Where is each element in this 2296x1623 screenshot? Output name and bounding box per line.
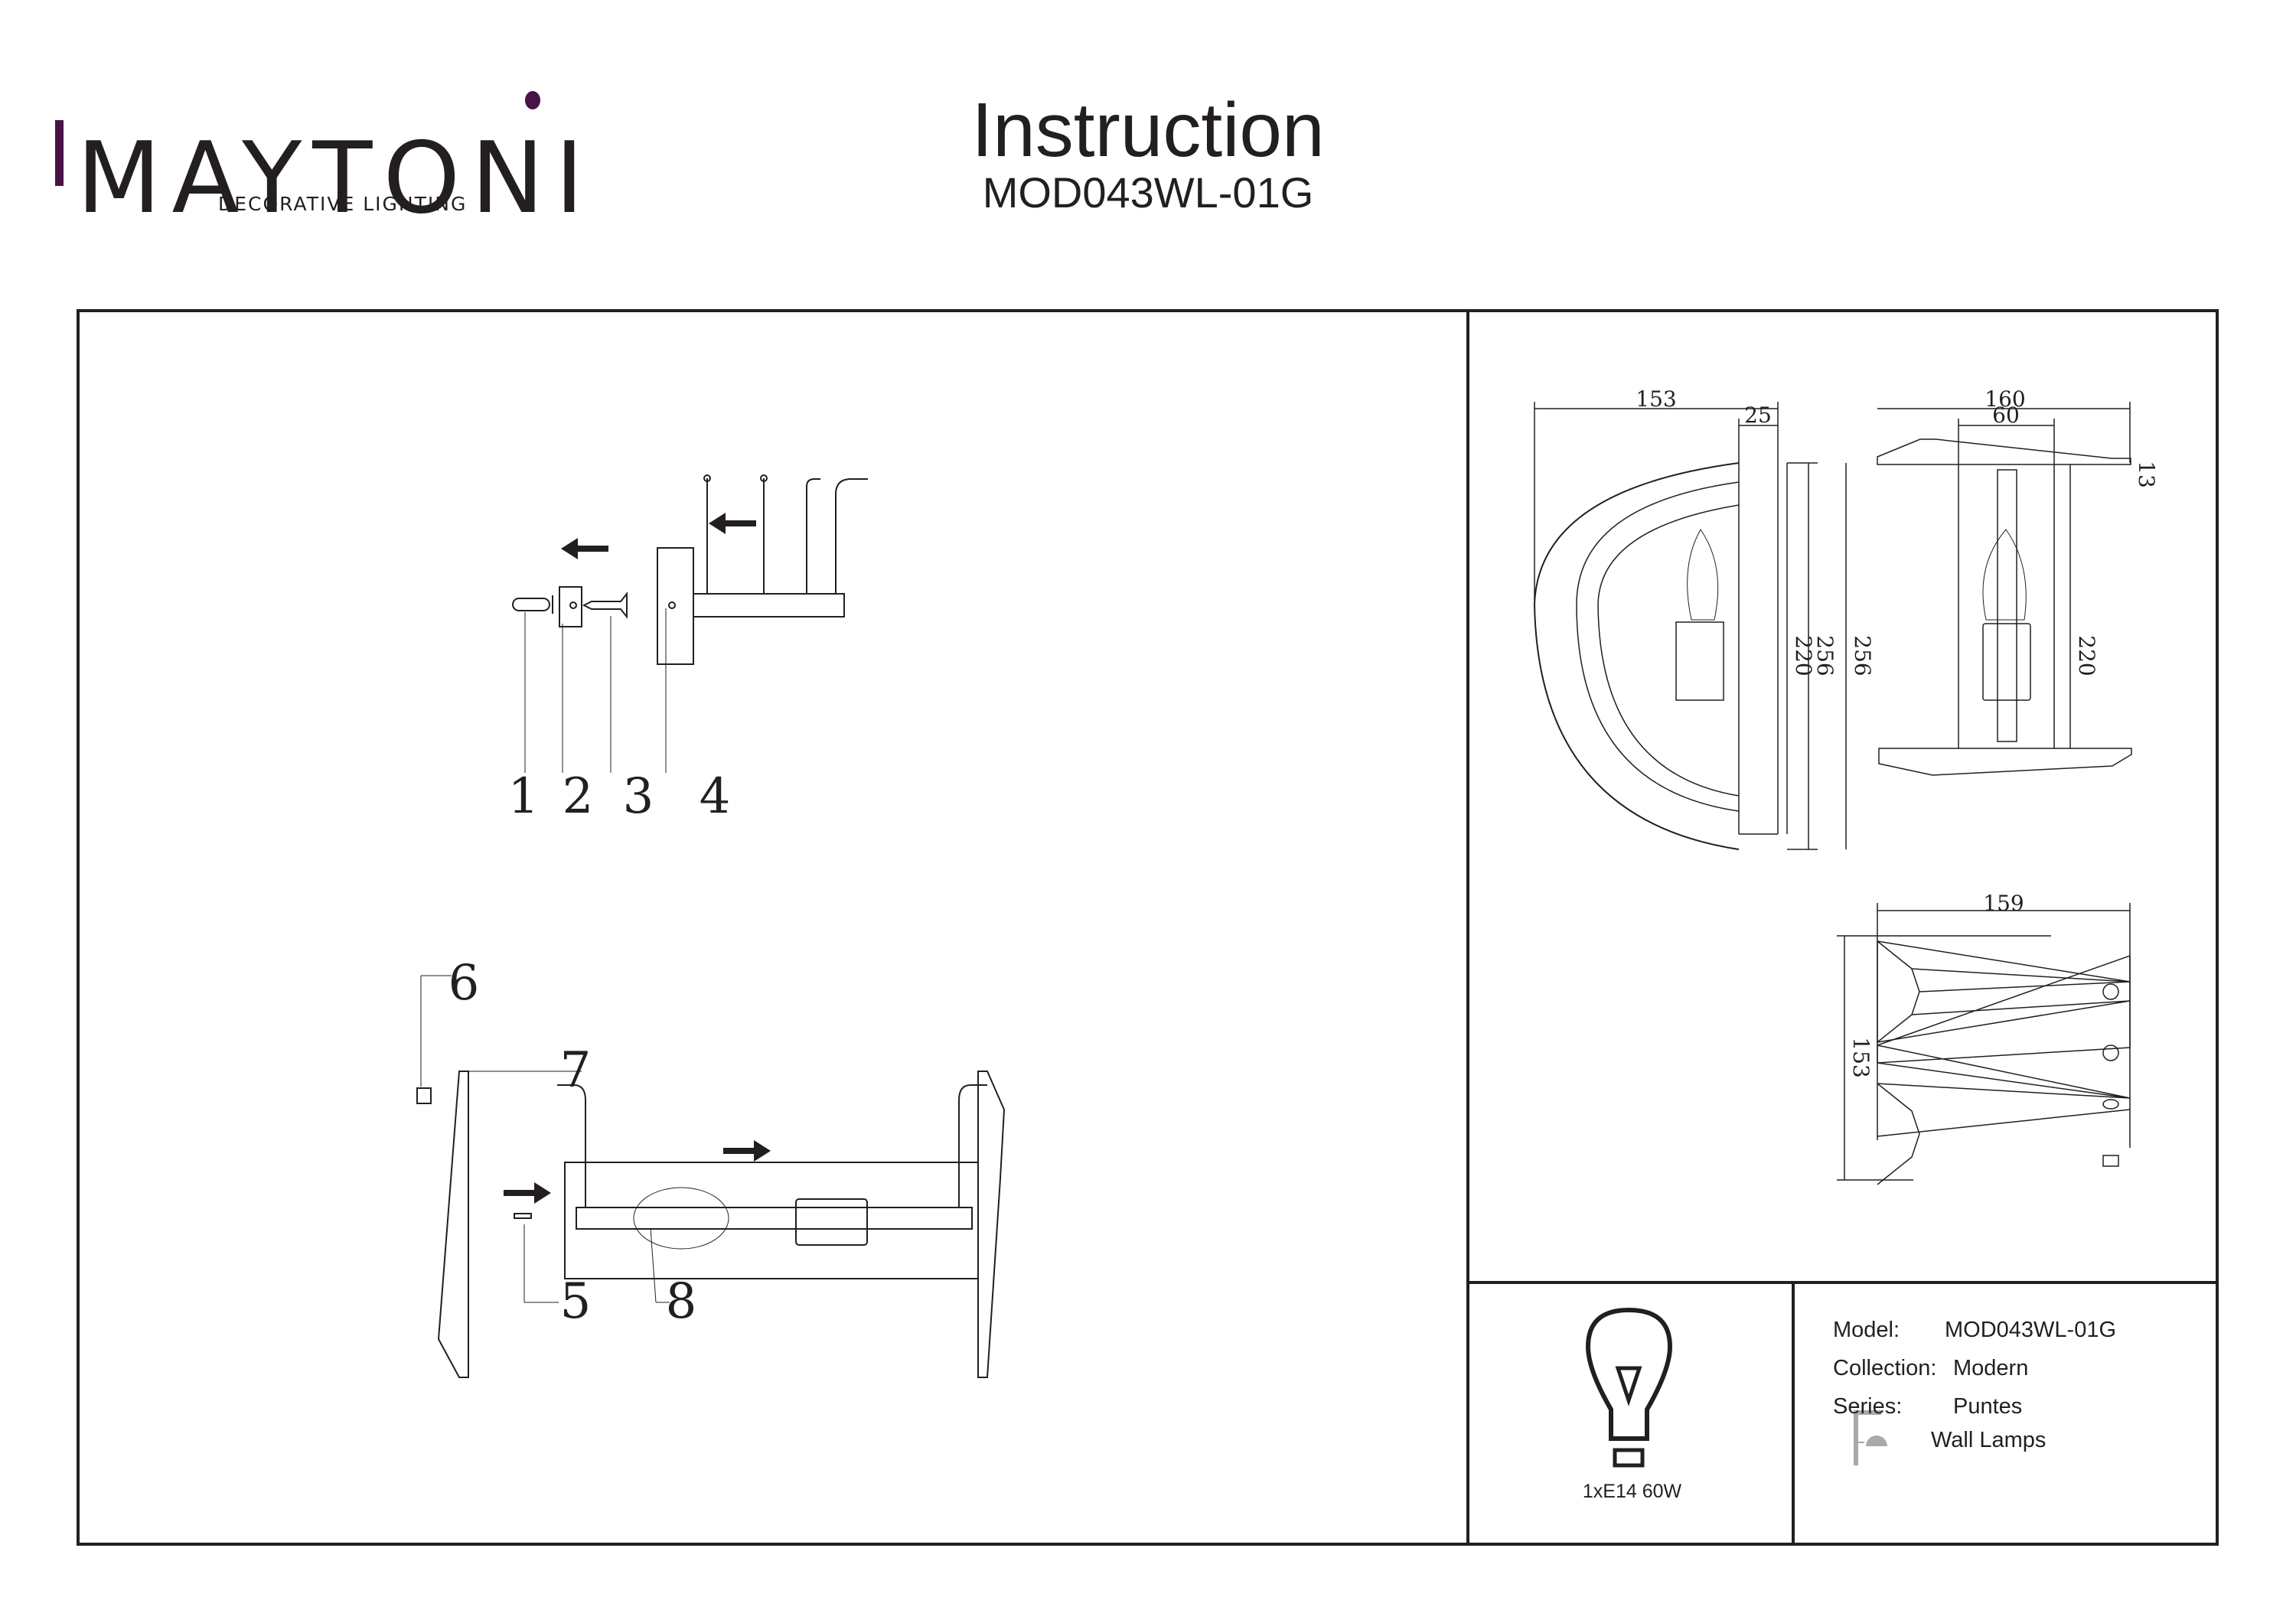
part-label: 1 bbox=[508, 768, 540, 825]
lamp-socket bbox=[795, 1198, 868, 1246]
arrow-left-icon bbox=[709, 513, 756, 534]
bulb-outline bbox=[1982, 529, 2027, 621]
dim-label: 153 bbox=[1848, 1037, 1874, 1077]
collection-label: Collection: bbox=[1833, 1356, 1937, 1380]
frame-divider-horizontal bbox=[1466, 1281, 2219, 1284]
side-view bbox=[1533, 402, 1847, 850]
step1-diagram bbox=[512, 474, 868, 773]
brand-name: MAYTONI bbox=[77, 122, 595, 236]
part-label: 7 bbox=[560, 1042, 592, 1099]
dim-label: 153 bbox=[1636, 386, 1676, 412]
mounting-plate bbox=[559, 586, 582, 627]
dim-label: 256 bbox=[1850, 635, 1875, 676]
top-view bbox=[1837, 903, 2131, 1185]
frame-divider-vertical bbox=[1466, 309, 1469, 1546]
part-label: 4 bbox=[700, 768, 731, 825]
arrow-left-icon bbox=[561, 538, 608, 559]
arrow-right-icon bbox=[723, 1140, 771, 1162]
cap-nut bbox=[416, 1087, 432, 1104]
dim-label: 25 bbox=[1744, 402, 1772, 428]
model-label: Model: bbox=[1833, 1318, 1900, 1342]
category-label: Wall Lamps bbox=[1931, 1428, 2047, 1452]
step2-diagram bbox=[416, 975, 1006, 1378]
part-label: 8 bbox=[666, 1273, 697, 1330]
collection-value: Modern bbox=[1953, 1356, 2029, 1380]
model-value: MOD043WL-01G bbox=[1945, 1318, 2117, 1342]
dim-label: 159 bbox=[1983, 891, 2024, 916]
dimension-drawings bbox=[1533, 402, 2132, 1185]
front-view bbox=[1877, 402, 2132, 776]
bulb-icon bbox=[1585, 1307, 1673, 1468]
wall-plug bbox=[512, 598, 550, 611]
brand-tagline: DECORATIVE LIGHTING bbox=[218, 193, 468, 215]
arrow-right-icon bbox=[504, 1182, 551, 1204]
part-label: 6 bbox=[448, 955, 480, 1012]
dim-label: 220 bbox=[2074, 635, 2099, 676]
dim-label: 160 bbox=[1985, 386, 2025, 412]
part-label: 5 bbox=[560, 1273, 592, 1330]
dim-label: 256 bbox=[1812, 635, 1838, 676]
dim-label: 13 bbox=[2134, 461, 2159, 488]
page-title: Instruction bbox=[971, 87, 1325, 173]
series-label: Series: bbox=[1833, 1394, 1903, 1419]
bulb-outline bbox=[1687, 529, 1719, 621]
series-value: Puntes bbox=[1953, 1394, 2023, 1419]
dim-label: 60 bbox=[1992, 402, 2020, 428]
wall-lamp-icon bbox=[1854, 1410, 1887, 1465]
part-label: 2 bbox=[563, 768, 594, 825]
logo-accent-dot bbox=[525, 91, 540, 109]
logo-accent-bar bbox=[55, 120, 64, 186]
crystal-panel-right bbox=[977, 1071, 1006, 1378]
part-label: 3 bbox=[623, 768, 654, 825]
crystal-panel-left bbox=[437, 1071, 469, 1378]
dim-label: 220 bbox=[1791, 635, 1816, 676]
bulb bbox=[633, 1187, 729, 1250]
screw-small bbox=[514, 1213, 532, 1219]
instruction-frame bbox=[77, 309, 2219, 1546]
model-code: MOD043WL-01G bbox=[982, 168, 1314, 217]
bulb-spec: 1xE14 60W bbox=[1582, 1481, 1682, 1502]
maytoni-logo: MAYTONI bbox=[77, 107, 584, 230]
spec-divider bbox=[1792, 1281, 1795, 1546]
screw bbox=[582, 592, 628, 619]
